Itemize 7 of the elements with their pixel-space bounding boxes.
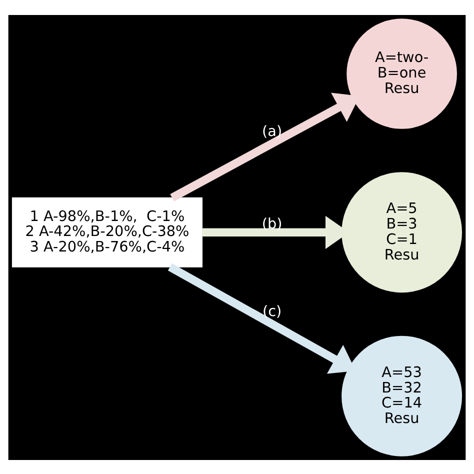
edge-label: (a): [262, 123, 282, 140]
node-circle: A=53 B=32 C=14 Resu: [342, 335, 462, 456]
node-circle: A=5 B=3 C=1 Resu: [342, 172, 462, 292]
edge-label: (c): [262, 304, 282, 320]
node-circle: A=two- B=one Resu: [346, 18, 457, 128]
node-box: 1 A-98%,B-1%, C-1% 2 A-42%,B-20%,C-38% 3 A-20%,B-76%,C-4%: [12, 196, 202, 267]
edge-label: (b): [262, 216, 282, 232]
